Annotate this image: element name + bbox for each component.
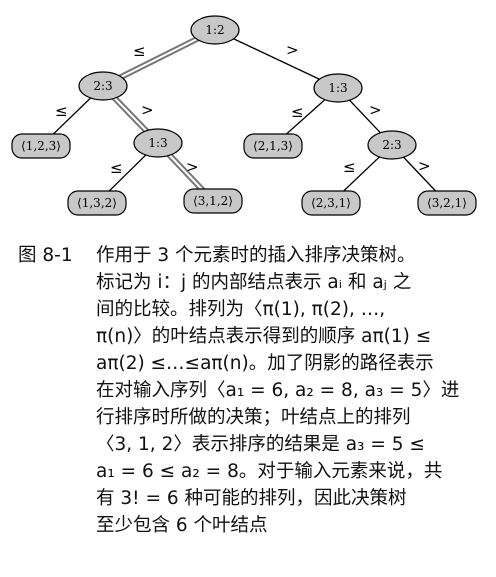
svg-text:1:2: 1:2: [205, 23, 224, 37]
caption-line: 〈3, 1, 2〉表示排序的结果是 a₃ = 5 ≤: [96, 434, 425, 455]
label-gt-root: >: [286, 41, 299, 59]
caption-line: 标记为 i：j 的内部结点表示 aᵢ 和 aⱼ 之: [96, 272, 412, 293]
leaf-nodes: ⟨1,2,3⟩ ⟨2,1,3⟩ ⟨1,3,2⟩ ⟨3,1,2⟩ ⟨2,3,1⟩ …: [11, 133, 477, 216]
caption-line: 至少包含 6 个叶结点: [96, 515, 268, 536]
svg-text:⟨1,2,3⟩: ⟨1,2,3⟩: [21, 139, 61, 153]
caption-line: 有 3! = 6 种可能的排列，因此决策树: [96, 488, 407, 509]
caption-line: a₁ = 6 ≤ a₂ = 8。对于输入元素来说，共: [96, 461, 443, 482]
svg-text:⟨3,1,2⟩: ⟨3,1,2⟩: [193, 194, 233, 208]
figure-caption: 图 8-1 作用于 3 个元素时的插入排序决策树。 标记为 i：j 的内部结点表…: [18, 242, 488, 539]
internal-nodes: 1:2 2:3 1:3 1:3 2:3: [78, 15, 417, 160]
svg-text:1:3: 1:3: [328, 81, 347, 95]
caption-row-1: 图 8-1 作用于 3 个元素时的插入排序决策树。: [18, 242, 488, 269]
leaf-2-3-1: ⟨2,3,1⟩: [301, 190, 361, 216]
label-le-13r: ≤: [291, 103, 304, 121]
label-gt-23r: >: [418, 157, 431, 175]
svg-text:⟨3,2,1⟩: ⟨3,2,1⟩: [427, 196, 467, 210]
node-root: 1:2: [190, 15, 240, 45]
label-gt-13l: >: [186, 158, 199, 176]
edge-root-right: [214, 29, 339, 89]
node-1-3-right: 1:3: [313, 73, 363, 103]
node-2-3-right: 2:3: [367, 130, 417, 160]
svg-text:⟨1,3,2⟩: ⟨1,3,2⟩: [77, 196, 117, 210]
svg-text:2:3: 2:3: [382, 138, 401, 152]
caption-line: aπ(2) ≤…≤aπ(n)。加了阴影的路径表示: [96, 353, 434, 374]
leaf-3-2-1: ⟨3,2,1⟩: [417, 190, 477, 216]
caption-line: π(n)〉的叶结点表示得到的顺序 aπ(1) ≤: [96, 326, 432, 347]
svg-text:2:3: 2:3: [93, 79, 112, 93]
leaf-1-2-3: ⟨1,2,3⟩: [11, 133, 71, 159]
caption-line: 行排序时所做的决策；叶结点上的排列: [96, 407, 411, 428]
svg-text:⟨2,3,1⟩: ⟨2,3,1⟩: [311, 196, 351, 210]
label-le-23r: ≤: [343, 158, 356, 176]
caption-line: 间的比较。排列为〈π(1), π(2), …,: [96, 299, 386, 320]
figure-label: 图 8-1: [18, 245, 73, 266]
label-le-13l: ≤: [110, 159, 123, 177]
svg-text:⟨2,1,3⟩: ⟨2,1,3⟩: [253, 139, 293, 153]
edge-labels: ≤ > ≤ > ≤ > ≤ > ≤ >: [55, 41, 431, 177]
leaf-2-1-3: ⟨2,1,3⟩: [243, 133, 303, 159]
caption-line: 作用于 3 个元素时的插入排序决策树。: [96, 245, 416, 266]
leaf-1-3-2: ⟨1,3,2⟩: [67, 190, 127, 216]
label-gt-13r: >: [369, 101, 382, 119]
svg-text:1:3: 1:3: [148, 136, 167, 150]
decision-tree: ≤ > ≤ > ≤ > ≤ > ≤ > 1:2 2:3 1:3 1:3 2:3: [11, 15, 477, 216]
label-le-root: ≤: [133, 42, 146, 60]
leaf-3-1-2: ⟨3,1,2⟩: [183, 188, 243, 214]
label-gt-23: >: [141, 101, 154, 119]
tree-edges: [40, 29, 448, 204]
node-1-3-left: 1:3: [133, 128, 183, 158]
node-2-3-left: 2:3: [78, 71, 128, 101]
label-le-23: ≤: [55, 102, 68, 120]
caption-line: 在对输入序列〈a₁ = 6, a₂ = 8, a₃ = 5〉进: [96, 380, 460, 401]
